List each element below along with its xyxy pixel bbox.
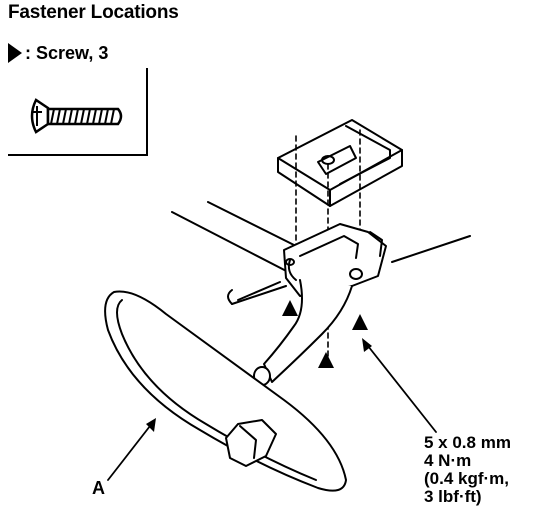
screw-illustration-box: [8, 68, 148, 156]
legend-text: : Screw, 3: [25, 42, 109, 63]
page-title: Fastener Locations: [8, 2, 179, 23]
arrowhead-a-icon: [146, 418, 156, 432]
leader-lines: [107, 345, 437, 481]
screw-marker-icon: [352, 314, 368, 330]
mirror-mount-base: [283, 223, 387, 297]
arrowhead-spec-icon: [362, 338, 372, 352]
screw-symbol-icon: [8, 43, 22, 63]
mirror-stem: [253, 279, 353, 386]
fastener-spec: 5 x 0.8 mm 4 N·m (0.4 kgf·m, 3 lbf·ft): [424, 434, 511, 506]
spec-size: 5 x 0.8 mm: [424, 433, 511, 452]
screw-marker-icon: [282, 300, 298, 316]
spec-torque-nm: 4 N·m: [424, 451, 472, 470]
spec-torque-lbfft: 3 lbf·ft): [424, 487, 482, 506]
roof-bracket: [277, 119, 403, 207]
screw-markers: [282, 300, 368, 368]
mirror-body: [104, 290, 347, 492]
spec-torque-kgfm: (0.4 kgf·m,: [424, 469, 510, 488]
fastener-legend: : Screw, 3: [8, 40, 108, 66]
screw-marker-icon: [318, 352, 334, 368]
callout-label-a: A: [92, 478, 105, 498]
screw-icon: [30, 98, 123, 134]
windshield-outline: [171, 201, 471, 305]
